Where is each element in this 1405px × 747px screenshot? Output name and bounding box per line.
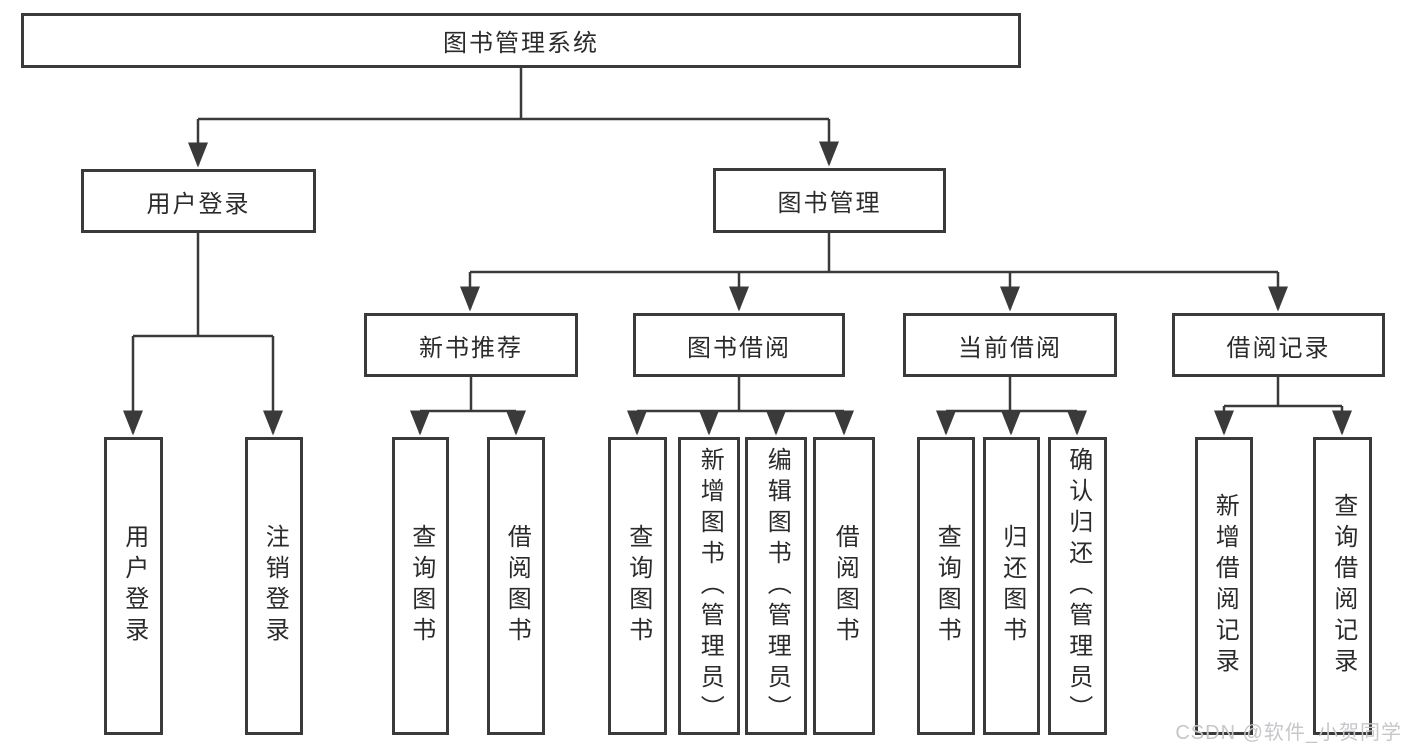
node-label: 图书管理系统 xyxy=(443,30,599,57)
node-label: 新书推荐 xyxy=(419,334,523,362)
node-query-books-recommend: 查询图书 xyxy=(392,437,449,735)
node-label: 借阅记录 xyxy=(1226,334,1331,362)
node-borrow-books-leaf: 借阅图书 xyxy=(813,437,875,735)
node-new-book-recommendation: 新书推荐 xyxy=(364,313,578,377)
node-label: 新增图书（管理员） xyxy=(696,446,724,726)
node-borrow-books-recommend: 借阅图书 xyxy=(487,437,545,735)
node-add-books-admin: 新增图书（管理员） xyxy=(678,437,740,735)
node-label: 用户登录 xyxy=(120,524,148,648)
node-logout-leaf: 注销登录 xyxy=(245,437,303,735)
node-user-login: 用户登录 xyxy=(81,169,316,233)
node-label: 新增借阅记录 xyxy=(1211,493,1239,679)
node-label: 查询图书 xyxy=(407,524,435,648)
node-label: 当前借阅 xyxy=(958,334,1062,362)
node-label: 用户登录 xyxy=(146,190,251,218)
csdn-watermark: CSDN @软件_小贺同学 xyxy=(1175,722,1402,744)
node-query-borrow-record: 查询借阅记录 xyxy=(1313,437,1372,735)
node-add-borrow-record: 新增借阅记录 xyxy=(1195,437,1253,735)
node-label: 借阅图书 xyxy=(503,524,531,648)
node-borrowing-records: 借阅记录 xyxy=(1172,313,1385,377)
node-label: 图书管理 xyxy=(777,190,882,217)
node-query-books-current: 查询图书 xyxy=(917,437,975,735)
node-label: 借阅图书 xyxy=(831,524,859,648)
node-book-borrowing: 图书借阅 xyxy=(633,313,845,377)
node-library-management-system: 图书管理系统 xyxy=(21,13,1021,68)
node-label: 查询图书 xyxy=(933,524,961,648)
node-label: 归还图书 xyxy=(998,524,1026,648)
node-label: 查询图书 xyxy=(624,524,652,648)
node-edit-books-admin: 编辑图书（管理员） xyxy=(745,437,807,735)
node-book-management: 图书管理 xyxy=(713,168,946,233)
node-label: 编辑图书（管理员） xyxy=(763,446,791,726)
node-query-books-borrow: 查询图书 xyxy=(608,437,667,735)
node-confirm-return-admin: 确认归还（管理员） xyxy=(1048,437,1107,735)
node-label: 注销登录 xyxy=(261,524,289,648)
node-current-borrowing: 当前借阅 xyxy=(903,313,1117,377)
node-label: 确认归还（管理员） xyxy=(1064,446,1092,726)
node-user-login-leaf: 用户登录 xyxy=(104,437,163,735)
node-label: 查询借阅记录 xyxy=(1329,493,1357,679)
node-label: 图书借阅 xyxy=(687,334,791,362)
node-return-books: 归还图书 xyxy=(983,437,1040,735)
